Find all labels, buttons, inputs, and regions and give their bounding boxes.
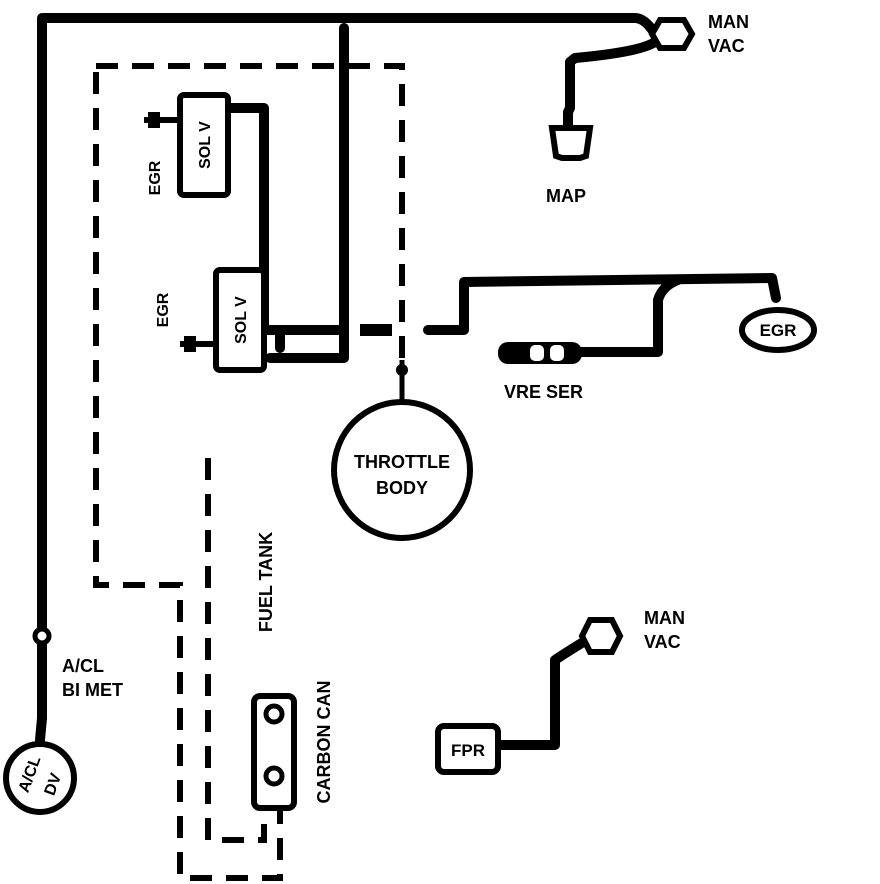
fpr-label: FPR: [451, 741, 485, 760]
egr-valve-label: EGR: [760, 321, 797, 340]
carbon-can-port-bottom: [263, 765, 285, 787]
man-vac-bottom-fitting: [578, 617, 624, 655]
acl-dv-label-2: DV: [42, 771, 66, 798]
throttle-body-port-node: [396, 364, 408, 376]
map-label: MAP: [546, 186, 586, 206]
fpr: [435, 723, 501, 775]
man-vac-top-label-1: MAN: [708, 12, 749, 32]
carbon-can-port-top: [263, 703, 285, 725]
upper-sol-v-body: [177, 92, 231, 198]
upper-sol-v-label: SOL V: [197, 121, 214, 169]
throttle-body-label-2: BODY: [376, 478, 428, 498]
man-vac-top-label-2: VAC: [708, 36, 745, 56]
map-sensor-fitting: [548, 125, 594, 161]
vre-ser-window-2: [550, 345, 564, 361]
vre-ser-label: VRE SER: [504, 382, 583, 402]
egr-valve-hose: [423, 273, 781, 335]
egr-valve: [739, 307, 817, 353]
throttle-body: [331, 399, 473, 541]
lower-sol-v-nipple: [184, 336, 196, 352]
fuel-tank-label: FUEL TANK: [256, 532, 276, 632]
fuel-tank-dashed: [205, 458, 267, 843]
egr-solenoid-feed-hose: [265, 23, 349, 363]
evap-dashed-top: [96, 63, 405, 368]
acl-bimet-node: [32, 626, 52, 646]
bimet-to-dv-hose: [35, 635, 47, 745]
man-vac-top-fitting: [648, 17, 696, 51]
vre-ser-window-1: [530, 345, 544, 361]
man-vac-bottom-label-1: MAN: [644, 608, 685, 628]
carbon-canister: [251, 693, 297, 811]
man-vac-bottom-label-2: VAC: [644, 632, 681, 652]
vre-ser-hose: [575, 275, 683, 357]
upper-egr-label: EGR: [147, 160, 164, 195]
throttle-body-label-1: THROTTLE: [354, 452, 450, 472]
lower-sol-v-body: [213, 267, 267, 373]
lower-egr-label: EGR: [155, 292, 172, 327]
fpr-hose: [495, 633, 595, 750]
map-sensor-hose: [563, 37, 660, 135]
carbon-can-label: CARBON CAN: [314, 681, 334, 804]
acl-dv: [3, 741, 77, 815]
acl-bimet-label-1: A/CL: [62, 656, 104, 676]
lower-sol-v-label: SOL V: [233, 296, 250, 344]
acl-bimet-label-2: BI MET: [62, 680, 123, 700]
upper-sol-v-nipple: [148, 112, 160, 128]
